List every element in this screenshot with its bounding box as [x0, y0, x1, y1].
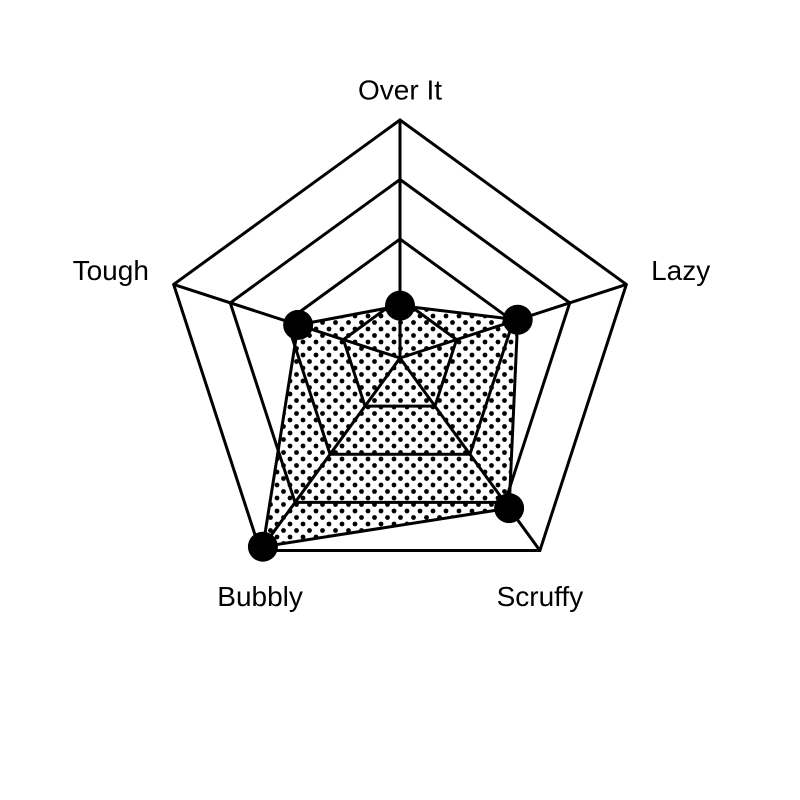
radar-series	[247, 290, 533, 562]
axis-label-bubbly: Bubbly	[217, 581, 303, 612]
grid-ring	[171, 118, 629, 553]
series-area	[261, 304, 520, 549]
data-point-lazy	[502, 304, 533, 335]
data-point-scruffy	[494, 493, 525, 524]
data-point-tough	[283, 309, 314, 340]
data-point-bubbly	[247, 531, 278, 562]
data-point-over-it	[385, 290, 415, 321]
axis-label-tough: Tough	[73, 255, 149, 286]
axis-label-over-it: Over It	[358, 74, 442, 105]
axis-label-scruffy: Scruffy	[497, 581, 584, 612]
axis-label-lazy: Lazy	[651, 255, 710, 286]
